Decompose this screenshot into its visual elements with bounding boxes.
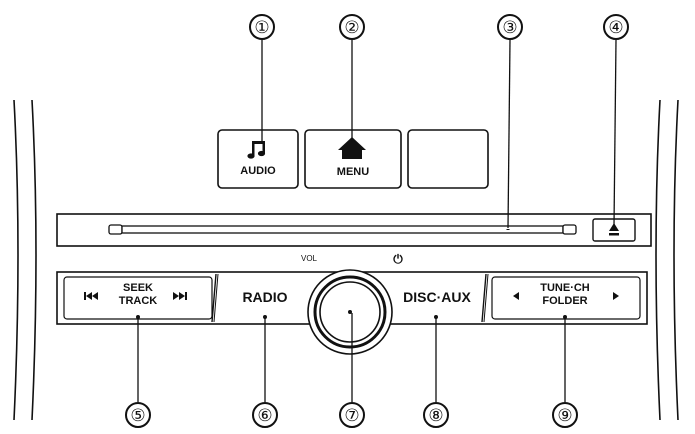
callout-4: ④ — [603, 14, 629, 40]
disc-divider — [481, 273, 487, 323]
disc-slot-left-cap — [108, 224, 123, 235]
skip-forward-icon — [173, 292, 187, 300]
right-bezel-inner — [673, 99, 679, 421]
audio-button-label[interactable]: AUDIO — [240, 165, 276, 177]
tune-button-frame — [491, 276, 641, 320]
skip-back-icon — [84, 292, 98, 300]
leader-lines — [137, 39, 617, 402]
disc-slot — [121, 225, 564, 234]
left-bezel-edge — [13, 99, 19, 421]
leader-dot-9 — [563, 315, 567, 319]
callout-8: ⑧ — [423, 402, 449, 428]
power-icon: ⏻ — [393, 252, 403, 266]
callout-5: ⑤ — [125, 402, 151, 428]
callout-6: ⑥ — [252, 402, 278, 428]
left-bezel-inner — [31, 99, 37, 421]
tune-label-bottom[interactable]: FOLDER — [542, 295, 588, 307]
leader-dot-6 — [263, 315, 267, 319]
leader-dots — [136, 315, 567, 319]
triangle-right-icon — [613, 292, 619, 300]
right-bezel-edge — [655, 99, 661, 421]
leader-dot-5 — [136, 315, 140, 319]
seek-label-top[interactable]: SEEK — [123, 282, 153, 294]
callout-9: ⑨ — [552, 402, 578, 428]
radio-divider — [213, 273, 219, 323]
music-note-icon — [247, 141, 266, 159]
callout-3: ③ — [497, 14, 523, 40]
seek-divider — [211, 273, 217, 323]
disc-aux-button-label[interactable]: DISC·AUX — [403, 289, 471, 305]
leader-4 — [613, 39, 617, 227]
leader-dot-8 — [434, 315, 438, 319]
audio-button-frame — [217, 129, 299, 189]
seek-label-bottom[interactable]: TRACK — [118, 295, 158, 307]
disc-slot-right-cap — [562, 224, 577, 235]
vol-label: VOL — [300, 254, 317, 263]
radio-button-label[interactable]: RADIO — [242, 289, 288, 305]
tune-label-top[interactable]: TUNE·CH — [540, 282, 590, 294]
knob-center-dot — [348, 310, 352, 314]
callout-1: ① — [249, 14, 275, 40]
disc-divider-2 — [483, 273, 489, 323]
home-icon — [338, 137, 366, 159]
leader-3 — [507, 39, 511, 229]
callout-2: ② — [339, 14, 365, 40]
callout-7: ⑦ — [339, 402, 365, 428]
triangle-left-icon — [513, 292, 519, 300]
menu-button-label[interactable]: MENU — [336, 166, 370, 178]
blank-button-frame — [407, 129, 489, 189]
eject-icon — [609, 223, 619, 236]
